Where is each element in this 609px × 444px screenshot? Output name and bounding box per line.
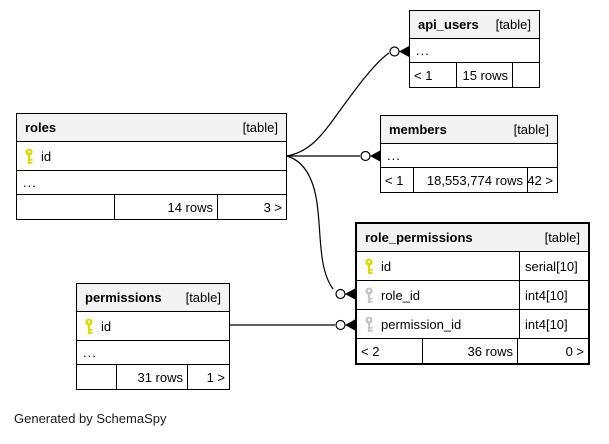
footer-parents: < 1 [385, 172, 404, 188]
table-name: members [389, 122, 447, 137]
primary-key-icon [365, 258, 373, 274]
footer-children [512, 63, 539, 87]
footer-row-count: 36 rows [422, 339, 517, 363]
table-name: role_permissions [365, 230, 473, 245]
collapsed-columns-row: ... [77, 341, 229, 365]
generator-note: Generated by SchemaSpy [14, 411, 167, 426]
table-node-permissions[interactable]: permissions [table] id ... 31 rows 1 > [76, 283, 230, 390]
edge-roles-to-members [287, 150, 380, 162]
table-footer: < 1 18,553,774 rows 42 > [381, 168, 557, 192]
column-type: int4[10] [519, 310, 588, 338]
column-name: permission_id [357, 310, 519, 338]
column-name: id [357, 252, 519, 280]
table-node-api-users[interactable]: api_users [table] ... < 1 15 rows [409, 10, 540, 88]
column-row-id[interactable]: id [17, 142, 286, 171]
footer-parents: < 1 [414, 67, 433, 83]
table-footer: < 1 15 rows [410, 63, 539, 87]
footer-children: 3 > [217, 195, 286, 219]
table-node-role-permissions[interactable]: role_permissions [table] id serial[10] [355, 222, 590, 365]
column-name-text: id [101, 318, 112, 334]
column-row-permission-id[interactable]: permission_id int4[10] [357, 310, 588, 339]
table-node-roles[interactable]: roles [table] id ... 14 rows 3 > [16, 113, 287, 220]
table-header: api_users [table] [410, 11, 539, 39]
table-header: permissions [table] [77, 284, 229, 312]
column-name-text: id [381, 258, 392, 274]
table-name: permissions [85, 290, 162, 305]
table-header: roles [table] [17, 114, 286, 142]
footer-row-count: 31 rows [116, 365, 187, 389]
footer-row-count: 14 rows [114, 195, 217, 219]
footer-children: 1 > [187, 365, 229, 389]
column-name-text: permission_id [381, 316, 462, 332]
footer-row-count: 18,553,774 rows [413, 168, 527, 192]
table-header: members [table] [381, 116, 557, 144]
table-footer: < 2 36 rows 0 > [357, 339, 588, 363]
table-node-members[interactable]: members [table] ... < 1 18,553,774 rows … [380, 115, 558, 193]
primary-key-icon [25, 148, 33, 164]
foreign-key-icon [365, 287, 373, 303]
collapsed-columns-row: ... [17, 171, 286, 195]
column-name: id [17, 142, 286, 170]
collapsed-columns-row: ... [381, 144, 557, 168]
table-footer: 14 rows 3 > [17, 195, 286, 219]
footer-parents: < 2 [361, 343, 380, 359]
collapsed-columns-row: ... [410, 39, 539, 63]
foreign-key-icon [365, 316, 373, 332]
footer-parents [17, 195, 114, 219]
column-row-role-id[interactable]: role_id int4[10] [357, 281, 588, 310]
table-name: api_users [418, 17, 479, 32]
footer-children: 42 > [527, 168, 557, 192]
table-name: roles [25, 120, 57, 135]
table-type-label: [table] [242, 120, 278, 135]
column-row-id[interactable]: id [77, 312, 229, 341]
table-header: role_permissions [table] [357, 224, 588, 252]
table-type-label: [table] [185, 290, 221, 305]
edge-permissions-to-role-permissions [230, 319, 355, 331]
column-name-text: id [41, 148, 52, 164]
column-name: id [77, 312, 229, 340]
table-type-label: [table] [513, 122, 549, 137]
column-type: serial[10] [519, 252, 588, 280]
footer-parents [77, 365, 116, 389]
column-row-id[interactable]: id serial[10] [357, 252, 588, 281]
footer-row-count: 15 rows [456, 63, 512, 87]
primary-key-icon [85, 318, 93, 334]
footer-children: 0 > [517, 339, 588, 363]
table-type-label: [table] [544, 230, 580, 245]
edge-roles-to-role-permissions [286, 155, 355, 300]
column-name-text: role_id [381, 287, 421, 303]
table-type-label: [table] [495, 17, 531, 32]
table-footer: 31 rows 1 > [77, 365, 229, 389]
edge-roles-to-api-users [286, 46, 409, 157]
column-type: int4[10] [519, 281, 588, 309]
column-name: role_id [357, 281, 519, 309]
